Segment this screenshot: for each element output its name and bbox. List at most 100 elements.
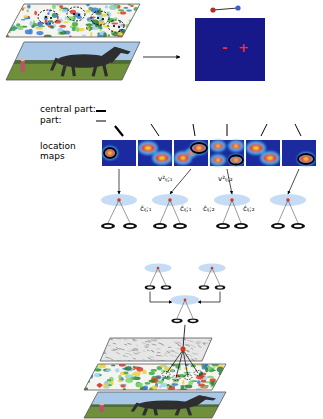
feature-blob (59, 5, 63, 8)
feature-blob (118, 375, 121, 380)
feature-blob (72, 27, 76, 32)
feature-blob (4, 3, 8, 5)
map-halo (246, 141, 266, 155)
anchor-dot (117, 198, 121, 202)
central-dot (210, 7, 215, 12)
gray-texture (164, 355, 168, 357)
feature-blob (7, 18, 12, 20)
feature-blob (98, 364, 106, 368)
feature-blob (205, 367, 208, 372)
gray-texture (116, 352, 120, 354)
link-line (204, 268, 212, 285)
part-region (194, 371, 202, 376)
map-blobs (102, 146, 118, 160)
feature-blob (63, 21, 69, 23)
map-blobs (246, 141, 280, 165)
feature-blob (143, 385, 148, 389)
gray-texture (198, 345, 202, 347)
gray-texture (152, 344, 157, 345)
pair-link (213, 8, 238, 10)
feature-blob (29, 29, 33, 35)
feature-blob (167, 384, 170, 386)
feature-blob (6, 21, 13, 25)
anchor-dot (184, 299, 187, 302)
map-highlight (104, 148, 116, 158)
map-blob (155, 154, 169, 162)
feature-blob (201, 380, 207, 383)
feature-blob (94, 373, 102, 377)
link-line (288, 200, 298, 223)
gray-texture (136, 345, 138, 347)
gray-texture (187, 351, 189, 353)
layer-border (6, 4, 140, 37)
gray-texture (144, 345, 149, 346)
feature-blob (207, 376, 214, 379)
link-line (212, 268, 220, 285)
gray-texture (181, 340, 184, 342)
feature-blob (132, 28, 138, 32)
gray-texture (137, 352, 141, 353)
flow-arrow (288, 169, 299, 194)
map-ground (174, 140, 208, 166)
map-blobs (210, 140, 244, 166)
offset-region (101, 194, 137, 206)
feature-blob (138, 384, 141, 387)
map-blobs (138, 141, 172, 165)
link-line (119, 200, 130, 223)
map-peak (108, 151, 113, 155)
gray-texture (192, 353, 195, 354)
map-peak (234, 159, 239, 162)
map-peak (145, 146, 151, 150)
feature-blob (159, 365, 166, 368)
feature-blob (90, 32, 92, 37)
feature-blob (211, 381, 214, 386)
gray-texture (101, 342, 104, 343)
legend-label: central part: (40, 105, 96, 115)
feature-blob (136, 382, 143, 386)
horse-leg (73, 67, 74, 77)
flow-arrow (150, 292, 172, 303)
part-region (162, 372, 170, 377)
gray-texture (174, 356, 177, 357)
feature-blob (217, 384, 223, 388)
feature-blob (123, 7, 128, 9)
gray-texture (148, 340, 152, 342)
gray-texture (142, 359, 145, 360)
part-ellipse-core (176, 225, 184, 227)
feature-blob (77, 28, 85, 32)
gray-texture (197, 341, 201, 343)
part-stroke (295, 124, 301, 136)
person (100, 405, 104, 412)
gray-texture (195, 358, 197, 360)
offset-label: ĉᵢⱼ;₂ (203, 206, 215, 214)
feature-blob (164, 364, 167, 367)
feature-blob (100, 29, 102, 31)
person-head (20, 58, 25, 61)
part-ellipse-core (201, 287, 207, 289)
feature-blob (126, 31, 133, 36)
offset-region (214, 194, 250, 206)
map-highlight (229, 156, 243, 165)
gray-texture (127, 350, 131, 351)
feature-blob (27, 4, 31, 8)
link-line (177, 300, 185, 318)
offset-region (152, 194, 188, 206)
part-ellipse-core (156, 225, 164, 227)
feature-blob (128, 31, 136, 34)
feature-blob (88, 367, 93, 371)
map-blobs (297, 152, 315, 166)
gray-texture (154, 338, 158, 340)
gray-texture (105, 357, 110, 358)
offset-region (145, 264, 172, 273)
feature-blob (87, 368, 92, 373)
feature-blob (144, 382, 150, 385)
gray-texture (156, 355, 161, 357)
feature-blob (117, 12, 121, 14)
feature-blob (97, 14, 103, 19)
feature-blob (53, 24, 56, 27)
feature-blob (76, 27, 79, 32)
gray-texture (110, 358, 113, 360)
map-peak (180, 156, 185, 160)
part-ellipse-core (174, 320, 180, 322)
horse-leg (188, 408, 191, 416)
